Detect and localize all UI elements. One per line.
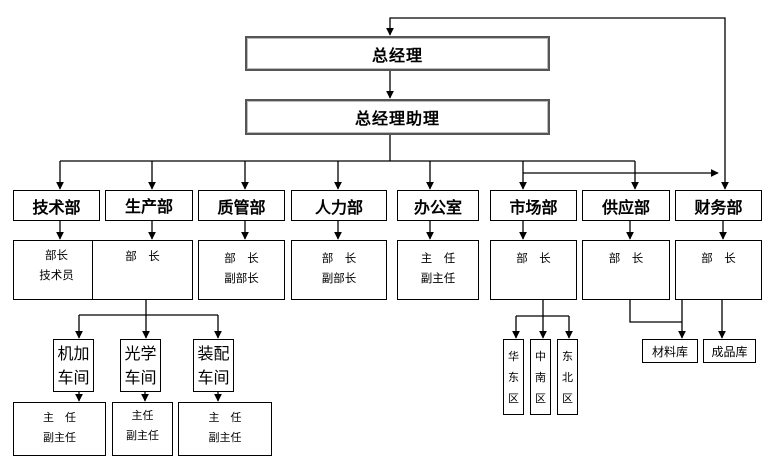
warehouse-label: 成品库 (711, 344, 748, 359)
staff-role: 副主任 (208, 431, 242, 444)
hr-staff-box[interactable]: 部 长 副部长 (291, 240, 387, 300)
dept-label: 质管部 (217, 197, 266, 217)
market-staff-box[interactable]: 部 长 (490, 240, 577, 300)
dept-label: 办公室 (413, 197, 462, 217)
connector-finance-to-gm (386, 17, 726, 161)
dept-label: 市场部 (509, 197, 558, 217)
workshop-name-line1: 装配 (197, 343, 230, 363)
dept-office[interactable]: 办公室 (397, 190, 479, 221)
dept-label: 技术部 (32, 197, 81, 217)
assembly-staff-box[interactable]: 主 任 副主任 (178, 402, 272, 456)
production-staff-box[interactable]: 部 长 (92, 240, 193, 300)
staff-role: 副主任 (126, 429, 159, 442)
general-manager-label: 总经理 (371, 45, 423, 65)
dept-market[interactable]: 市场部 (490, 190, 577, 221)
region-char: 区 (508, 391, 519, 405)
material-warehouse[interactable]: 材料库 (642, 339, 698, 363)
staff-role: 部 长 (224, 251, 259, 265)
workshop-name-line2: 车间 (124, 367, 157, 387)
workshop-optics[interactable]: 光学 车间 (120, 339, 161, 392)
assistant-gm-label: 总经理助理 (354, 109, 440, 128)
finance-staff-box[interactable]: 部 长 (675, 240, 762, 300)
optics-staff-box[interactable]: 主任 副主任 (112, 402, 173, 456)
staff-role: 部 长 (516, 251, 551, 265)
workshop-name-line1: 光学 (124, 343, 157, 363)
staff-role: 副主任 (420, 271, 456, 285)
staff-role: 主 任 (208, 411, 242, 424)
staff-role: 部长 (45, 248, 68, 262)
dept-label: 人力部 (314, 197, 363, 217)
quality-staff-box[interactable]: 部 长 副部长 (198, 240, 285, 300)
workshop-name-line2: 车间 (57, 367, 90, 387)
staff-role: 部 长 (701, 251, 736, 265)
staff-role: 主 任 (43, 411, 76, 424)
staff-role: 技术员 (39, 268, 74, 282)
connector-supply-to-material (629, 299, 682, 323)
region-char: 南 (535, 370, 546, 384)
machining-staff-box[interactable]: 主 任 副主任 (13, 402, 106, 456)
assistant-gm-box[interactable]: 总经理助理 (245, 99, 550, 135)
workshop-name-line1: 机加 (57, 343, 90, 363)
staff-role: 部 长 (608, 251, 644, 265)
tech-staff-box[interactable]: 部长 技术员 (13, 240, 100, 300)
supply-staff-box[interactable]: 部 长 (582, 240, 670, 300)
region-east-china[interactable]: 华 东 区 (503, 339, 524, 415)
dept-supply[interactable]: 供应部 (582, 190, 670, 221)
finished-goods-warehouse[interactable]: 成品库 (703, 339, 756, 363)
dept-hr[interactable]: 人力部 (291, 190, 387, 221)
region-char: 区 (562, 391, 573, 405)
office-staff-box[interactable]: 主 任 副主任 (397, 240, 479, 300)
dept-label: 财务部 (694, 197, 743, 217)
staff-role: 副主任 (43, 431, 76, 444)
dept-tech[interactable]: 技术部 (13, 190, 100, 221)
region-char: 东 (508, 370, 519, 384)
workshop-machining[interactable]: 机加 车间 (53, 339, 94, 392)
workshop-assembly[interactable]: 装配 车间 (193, 339, 234, 392)
region-char: 区 (535, 391, 546, 405)
dept-label: 供应部 (601, 197, 650, 217)
staff-role: 副部长 (321, 271, 357, 285)
region-char: 北 (562, 370, 573, 384)
region-char: 华 (508, 350, 519, 364)
dept-label: 生产部 (124, 197, 173, 216)
workshop-name-line2: 车间 (197, 367, 230, 387)
dept-finance[interactable]: 财务部 (675, 190, 762, 221)
general-manager-box[interactable]: 总经理 (245, 36, 550, 71)
staff-role: 主 任 (420, 251, 456, 265)
region-northeast[interactable]: 东 北 区 (557, 339, 578, 415)
warehouse-label: 材料库 (651, 344, 688, 359)
region-central-south[interactable]: 中 南 区 (530, 339, 551, 415)
dept-production[interactable]: 生产部 (105, 190, 193, 221)
staff-role: 部 长 (125, 249, 160, 263)
dept-quality[interactable]: 质管部 (198, 190, 285, 221)
staff-role: 主任 (131, 409, 154, 422)
region-char: 东 (562, 350, 573, 364)
staff-role: 部 长 (321, 251, 357, 265)
staff-role: 副部长 (224, 271, 259, 285)
region-char: 中 (535, 350, 546, 364)
